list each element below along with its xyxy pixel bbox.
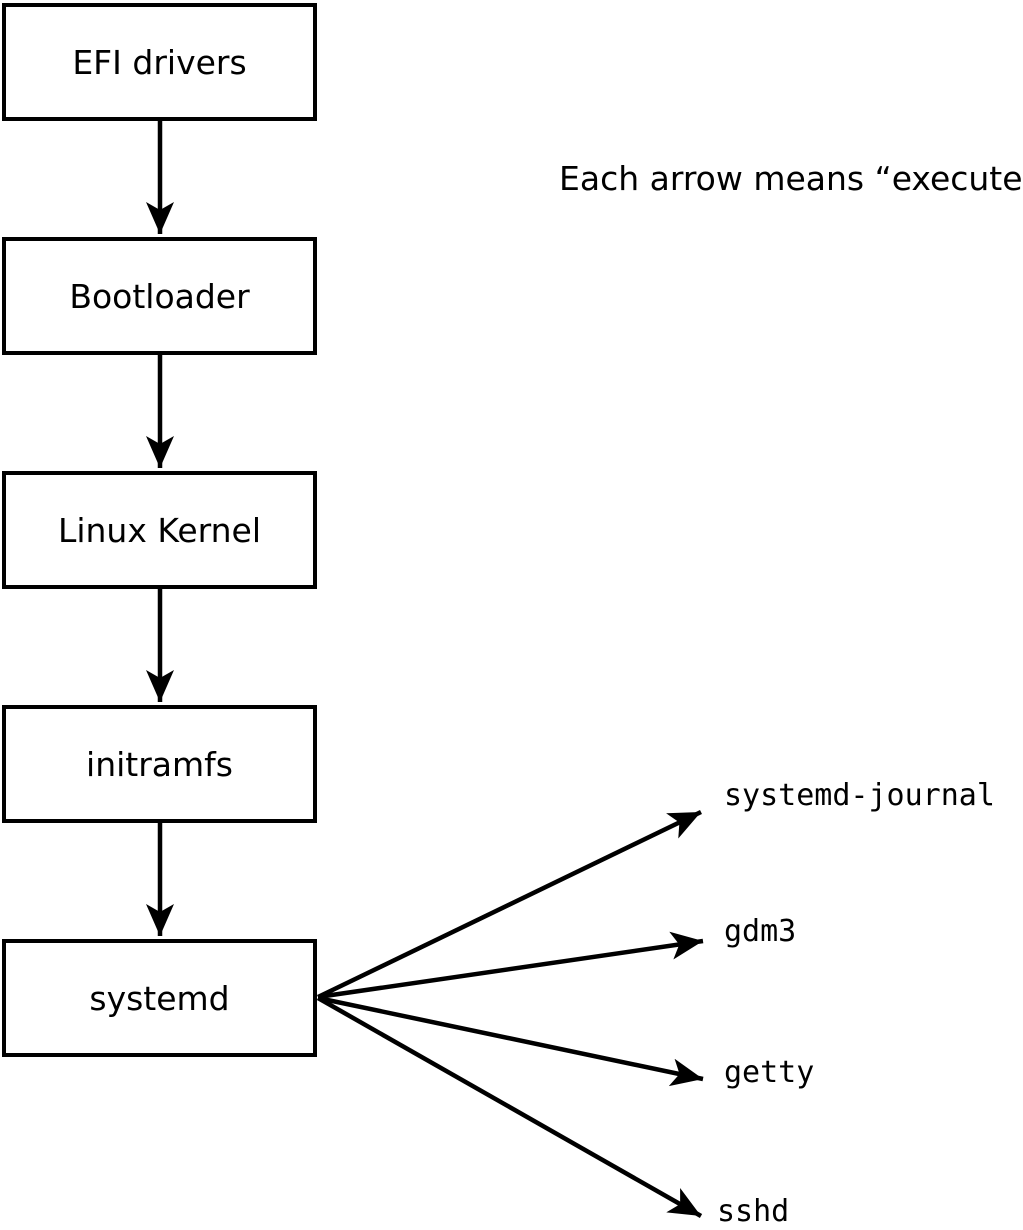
node-bootloader: Bootloader — [2, 237, 317, 355]
fanout-label-getty: getty — [724, 1055, 815, 1090]
executes-arrow-systemd-to-getty — [317, 995, 704, 1087]
node-systemd-label: systemd — [89, 978, 230, 1018]
arrow-meaning-annotation: Each arrow means “executes”. — [559, 159, 1023, 198]
node-bootloader-label: Bootloader — [69, 276, 250, 316]
executes-arrow-systemd-to-gdm3 — [317, 931, 704, 1000]
fanout-label-systemd-journal: systemd-journal — [724, 778, 995, 813]
fanout-label-sshd: sshd — [717, 1194, 790, 1229]
node-efi-drivers-label: EFI drivers — [72, 42, 247, 82]
node-efi-drivers: EFI drivers — [2, 3, 317, 121]
executes-arrow-systemd-to-sshd — [316, 996, 703, 1218]
node-linux-kernel: Linux Kernel — [2, 471, 317, 589]
node-linux-kernel-label: Linux Kernel — [57, 510, 262, 550]
node-initramfs: initramfs — [2, 705, 317, 823]
executes-arrow-systemd-to-journal — [317, 809, 702, 1000]
node-systemd: systemd — [2, 939, 317, 1057]
node-initramfs-label: initramfs — [86, 744, 233, 784]
fanout-label-gdm3: gdm3 — [724, 914, 797, 949]
